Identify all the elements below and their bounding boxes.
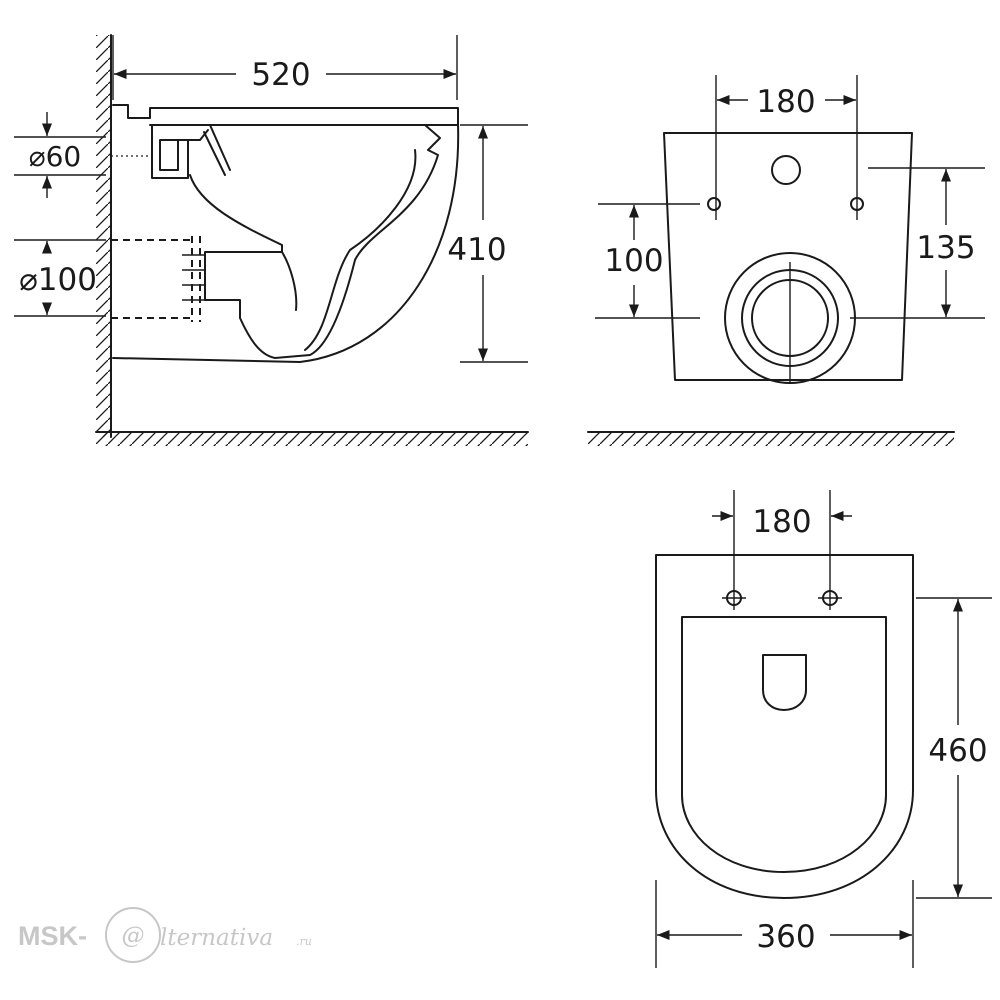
mount-hole-left [707, 197, 721, 211]
bowl-outline [112, 104, 460, 363]
back-outline [663, 132, 913, 381]
watermark: MSK- @ lternativa .ru [18, 907, 312, 963]
watermark-prefix: MSK- [18, 921, 87, 951]
dim-outlet-diameter: ⌀100 [19, 262, 97, 298]
dim-inlet-diameter: ⌀60 [29, 140, 82, 173]
dim-side-width: 520 [251, 57, 310, 93]
dim-top-width: 360 [756, 919, 815, 955]
inlet-pipe [151, 124, 209, 179]
back-view: 180 100 135 [587, 75, 985, 446]
bowl-opening [681, 616, 887, 873]
dim-top-holes-spacing: 180 [752, 504, 811, 540]
watermark-suffix: .ru [296, 935, 312, 948]
flush-slot [762, 654, 807, 711]
dim-back-inlet-height: 135 [916, 230, 975, 266]
side-view: 520 410 ⌀60 ⌀100 [14, 34, 529, 446]
dim-back-outlet-height: 100 [604, 243, 663, 279]
top-outline [655, 554, 914, 899]
dim-back-holes-spacing: 180 [756, 84, 815, 120]
outlet-pipe-hidden [111, 236, 201, 322]
dim-side-height: 410 [447, 232, 506, 268]
top-view: 180 460 360 [655, 490, 992, 968]
watermark-at-ring [105, 907, 161, 963]
floor-hatching [96, 432, 528, 446]
bowl-trap [189, 124, 441, 359]
floor-hatching-back [588, 432, 954, 446]
dim-top-depth: 460 [928, 733, 987, 769]
inlet-hole [771, 155, 801, 185]
watermark-name: lternativa [160, 925, 273, 951]
watermark-at: @ [122, 923, 145, 949]
wall-hatching [96, 35, 111, 437]
